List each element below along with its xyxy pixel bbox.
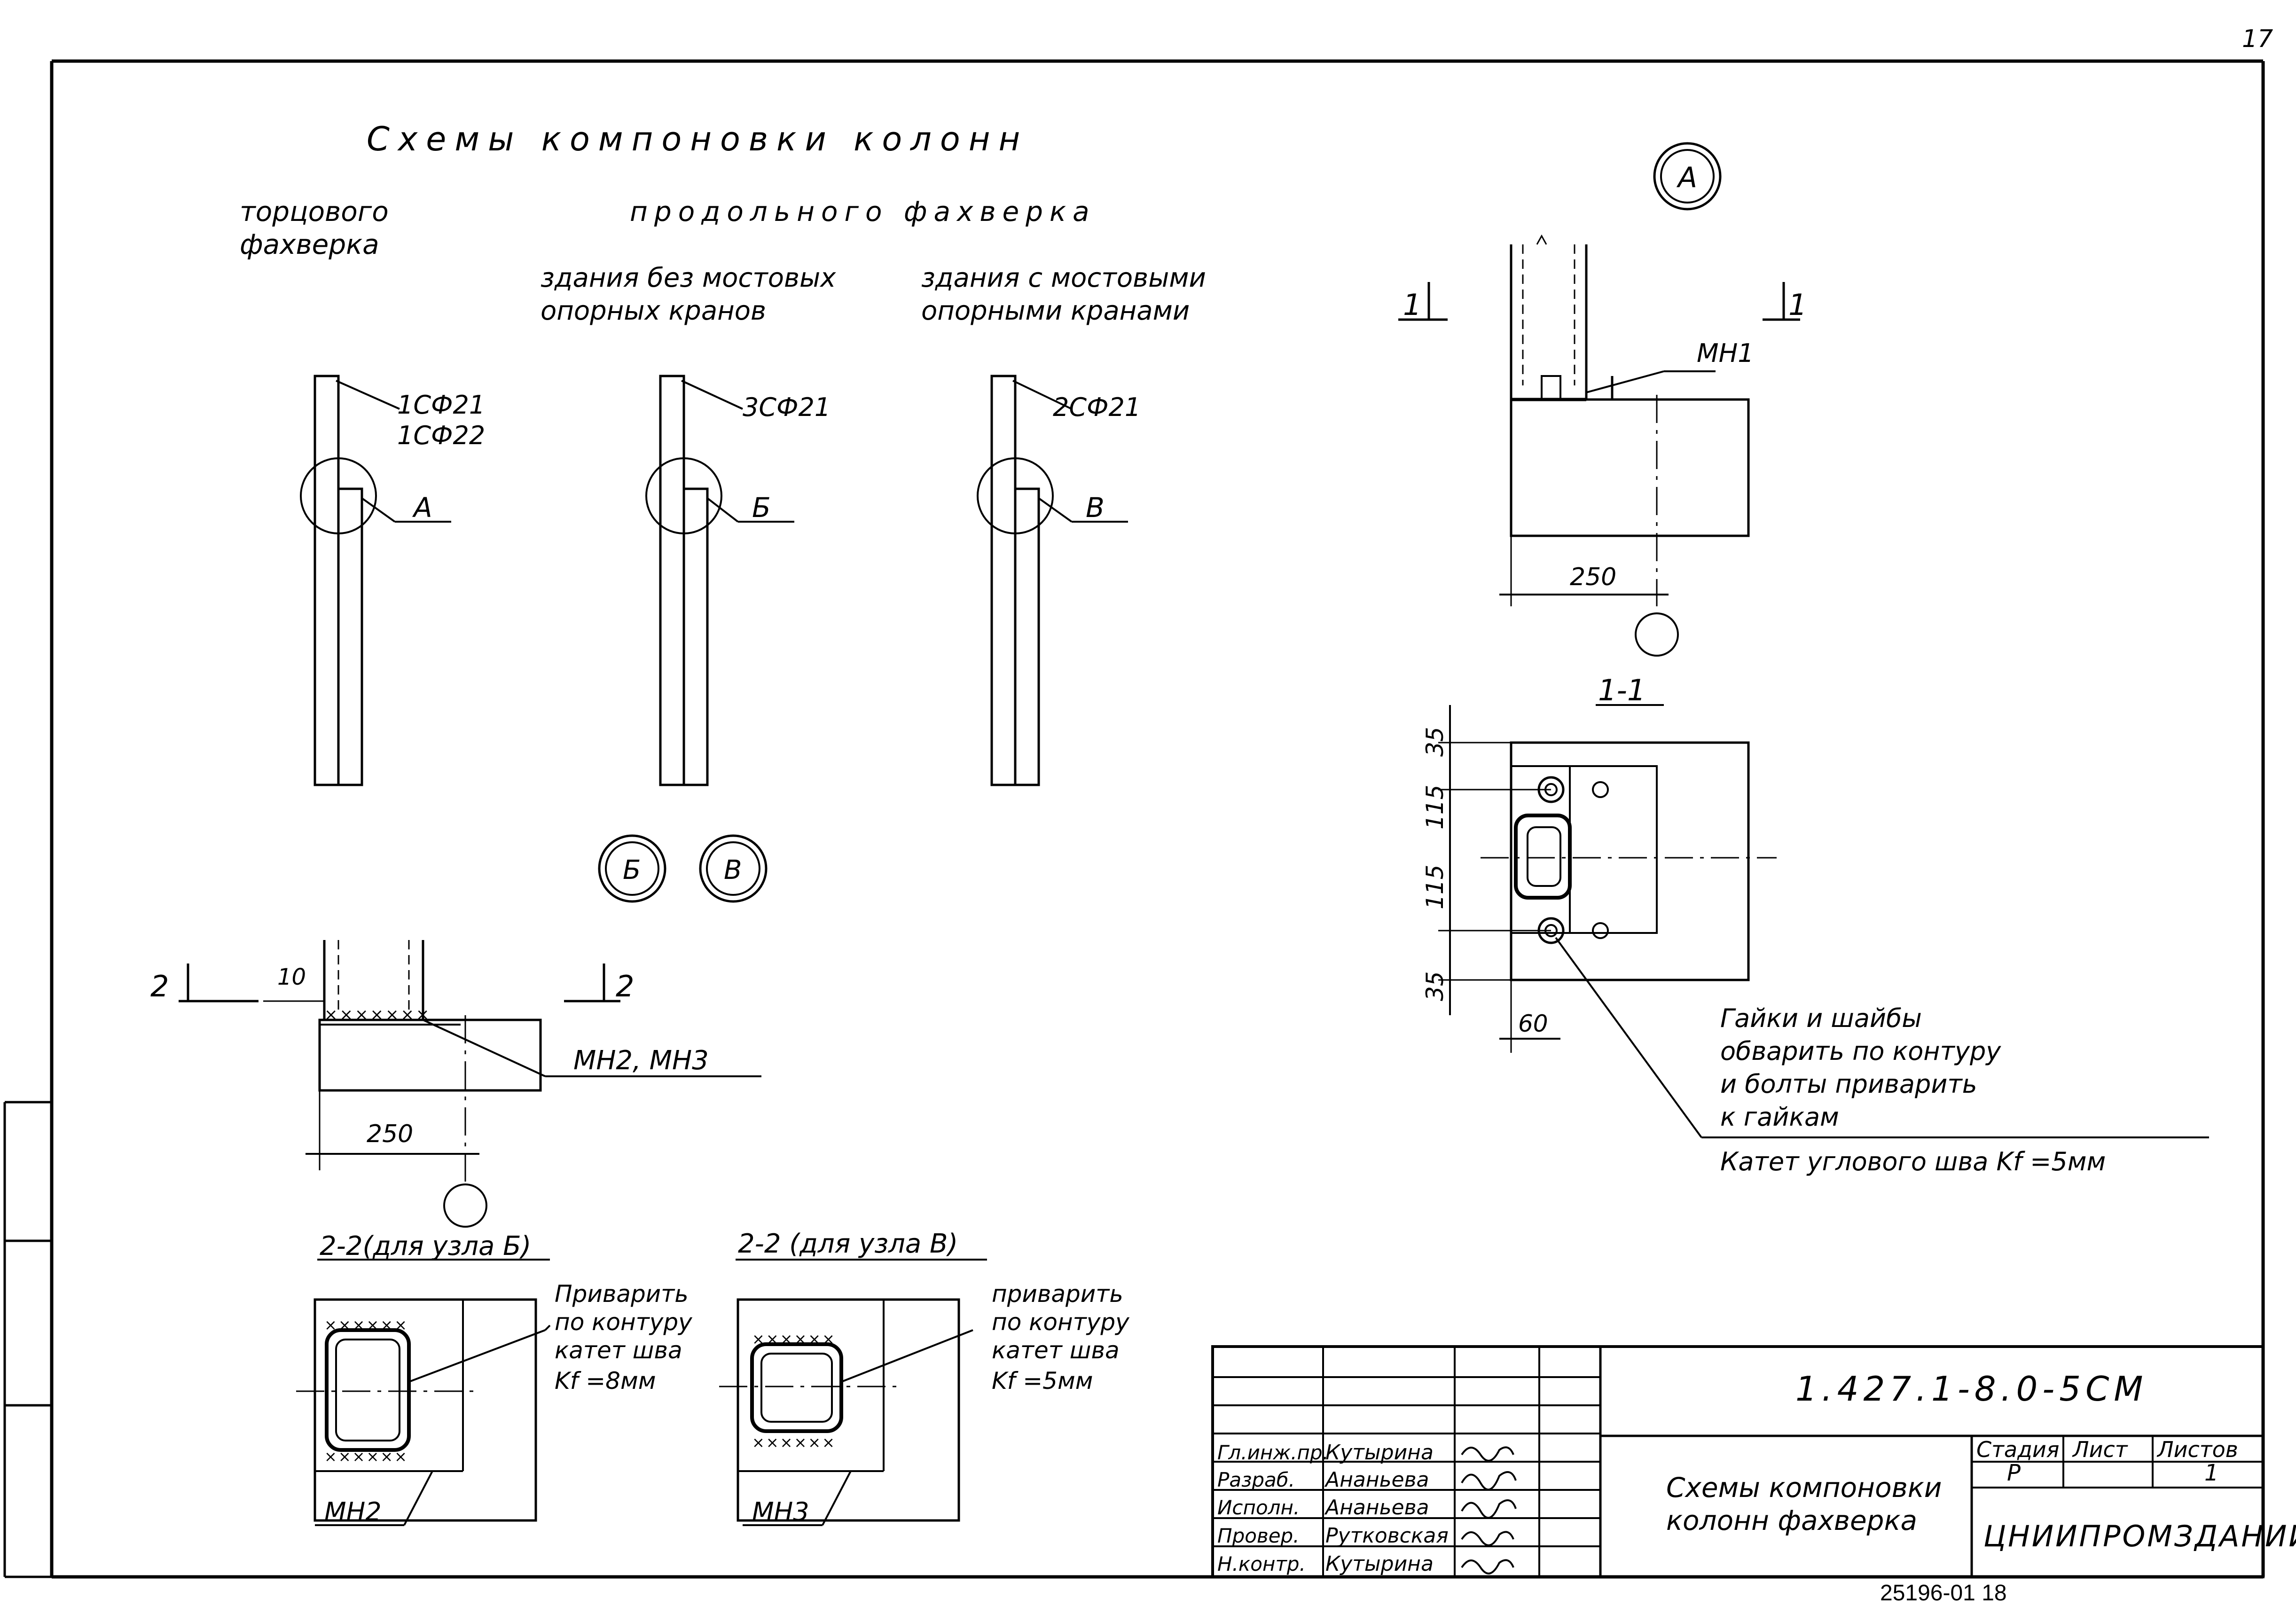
staff-role-4: Провер. <box>1217 1524 1300 1547</box>
dim-250-bv: 250 <box>367 1120 413 1148</box>
node-bv-detail: Б В ××××××× МН2, МН3 2 2 10 250 <box>150 834 768 1228</box>
plates-mn2-mn3: МН2, МН3 <box>573 1045 709 1076</box>
page-title: Схемы компоновки колонн <box>367 120 1028 158</box>
section-mark-1-left: 1 <box>1403 288 1421 322</box>
footer-code: 25196-01 18 <box>1880 1581 2007 1606</box>
node-label-v: В <box>1086 492 1105 524</box>
section-2-2-v-title: 2-2 (для узла В) <box>738 1229 958 1259</box>
dim-10: 10 <box>277 964 306 990</box>
weld-note-v-4: Kf =5мм <box>992 1367 1093 1394</box>
node-label-a: А <box>412 492 432 524</box>
node-a-detail: А МН1 1 1 250 <box>1398 142 1807 657</box>
stage-value: Р <box>2007 1460 2021 1486</box>
section-1-1: 1-1 35 115 115 35 60 Гайки и шайбы обвар… <box>1421 673 2209 1176</box>
weld-note-b-4: Kf =8мм <box>555 1367 656 1394</box>
staff-name-4: Рутковская <box>1325 1524 1449 1548</box>
staff-name-2: Ананьева <box>1324 1468 1429 1492</box>
plate-mn1: МН1 <box>1697 338 1754 368</box>
stage-header: Стадия <box>1976 1437 2059 1462</box>
section-mark-2-right: 2 <box>616 969 634 1003</box>
sub-no-crane-1: здания без мостовых <box>541 263 836 293</box>
sheets-value: 1 <box>2204 1460 2219 1486</box>
subtitle-end-2: фахверка <box>240 228 379 260</box>
sub-crane-1: здания с мостовыми <box>921 263 1206 293</box>
nut-note-3: и болты приварить <box>1720 1069 1977 1099</box>
staff-role-5: Н.контр. <box>1217 1552 1306 1575</box>
weld-marks-b-top: ×××××× <box>324 1316 408 1334</box>
staff-name-5: Кутырина <box>1325 1552 1434 1576</box>
section-2-2-b-title: 2-2(для узла Б) <box>320 1231 531 1261</box>
nut-note-2: обварить по контуру <box>1720 1036 2001 1066</box>
staff-role-2: Разраб. <box>1217 1468 1295 1491</box>
section-1-1-title: 1-1 <box>1598 673 1646 707</box>
staff-role-1: Гл.инж.пр. <box>1217 1441 1329 1464</box>
weld-note-v-2: по контуру <box>992 1308 1130 1336</box>
staff-name-1: Кутырина <box>1325 1441 1434 1465</box>
section-mark-1-right: 1 <box>1788 288 1807 322</box>
plate-mn2: МН2 <box>324 1497 382 1527</box>
plate-mn3: МН3 <box>752 1497 809 1527</box>
sheets-header: Листов <box>2156 1437 2238 1462</box>
dim-115-a: 115 <box>1421 785 1449 830</box>
section-mark-2-left: 2 <box>150 969 169 1003</box>
weld-note-b-3: катет шва <box>555 1337 682 1364</box>
weld-marks-b-bottom: ×××××× <box>324 1448 408 1465</box>
subtitle-end-1: торцового <box>240 196 389 227</box>
subtitle-long: продольного фахверка <box>630 196 1096 227</box>
column-mark-1a: 1СФ21 <box>397 390 485 420</box>
weld-note-b-2: по контуру <box>555 1308 693 1336</box>
staff-role-3: Исполн. <box>1217 1496 1300 1519</box>
document-code: 1.427.1-8.0-5СМ <box>1795 1369 2147 1409</box>
weld-marks-v-bottom: ×××××× <box>752 1434 836 1451</box>
drawing-name-1: Схемы компоновки <box>1666 1472 1942 1504</box>
weld-note-b-1: Приварить <box>555 1280 689 1308</box>
column-scheme-1: 1СФ21 1СФ22 А <box>300 375 485 786</box>
drawing-name-2: колонн фахверка <box>1666 1504 1917 1536</box>
weld-note: Катет углового шва Kf =5мм <box>1720 1147 2106 1176</box>
nut-note-4: к гайкам <box>1720 1102 1839 1132</box>
page-number: 17 <box>2242 25 2273 53</box>
sub-no-crane-2: опорных кранов <box>541 296 766 326</box>
dim-60: 60 <box>1518 1010 1548 1037</box>
column-scheme-2: 3СФ21 Б <box>645 375 831 786</box>
weld-marks-v-top: ×××××× <box>752 1330 836 1348</box>
dim-35-top: 35 <box>1421 727 1449 757</box>
weld-note-v-3: катет шва <box>992 1337 1120 1364</box>
weld-marks-bv: ××××××× <box>324 1005 431 1024</box>
weld-note-v-1: приварить <box>992 1280 1123 1308</box>
column-mark-1b: 1СФ22 <box>397 421 485 450</box>
node-v-circle-label: В <box>724 855 742 885</box>
node-b-circle-label: Б <box>623 855 641 885</box>
dim-115-b: 115 <box>1421 865 1449 909</box>
dim-35-bottom: 35 <box>1421 971 1449 1001</box>
sheet-header: Лист <box>2072 1437 2128 1462</box>
nut-note-1: Гайки и шайбы <box>1720 1003 1922 1033</box>
organization: ЦНИИПРОМЗДАНИЙ <box>1983 1519 2296 1553</box>
node-a-label: А <box>1676 161 1697 194</box>
column-mark-3: 2СФ21 <box>1053 392 1141 422</box>
section-2-2-v: 2-2 (для узла В) ×××××× ×××××× приварить… <box>719 1229 1130 1527</box>
dim-250-a: 250 <box>1570 563 1616 591</box>
title-block: 1.427.1-8.0-5СМ Схемы компоновки колонн … <box>1211 1345 2296 1578</box>
staff-name-3: Ананьева <box>1324 1496 1429 1520</box>
signature-marks <box>1461 1446 1517 1575</box>
column-scheme-3: 2СФ21 В <box>977 375 1141 786</box>
column-mark-2: 3СФ21 <box>743 392 831 422</box>
node-label-b: Б <box>752 492 771 524</box>
section-2-2-b: 2-2(для узла Б) ×××××× ×××××× Приварить … <box>296 1231 693 1527</box>
sub-crane-2: опорными кранами <box>921 296 1190 326</box>
